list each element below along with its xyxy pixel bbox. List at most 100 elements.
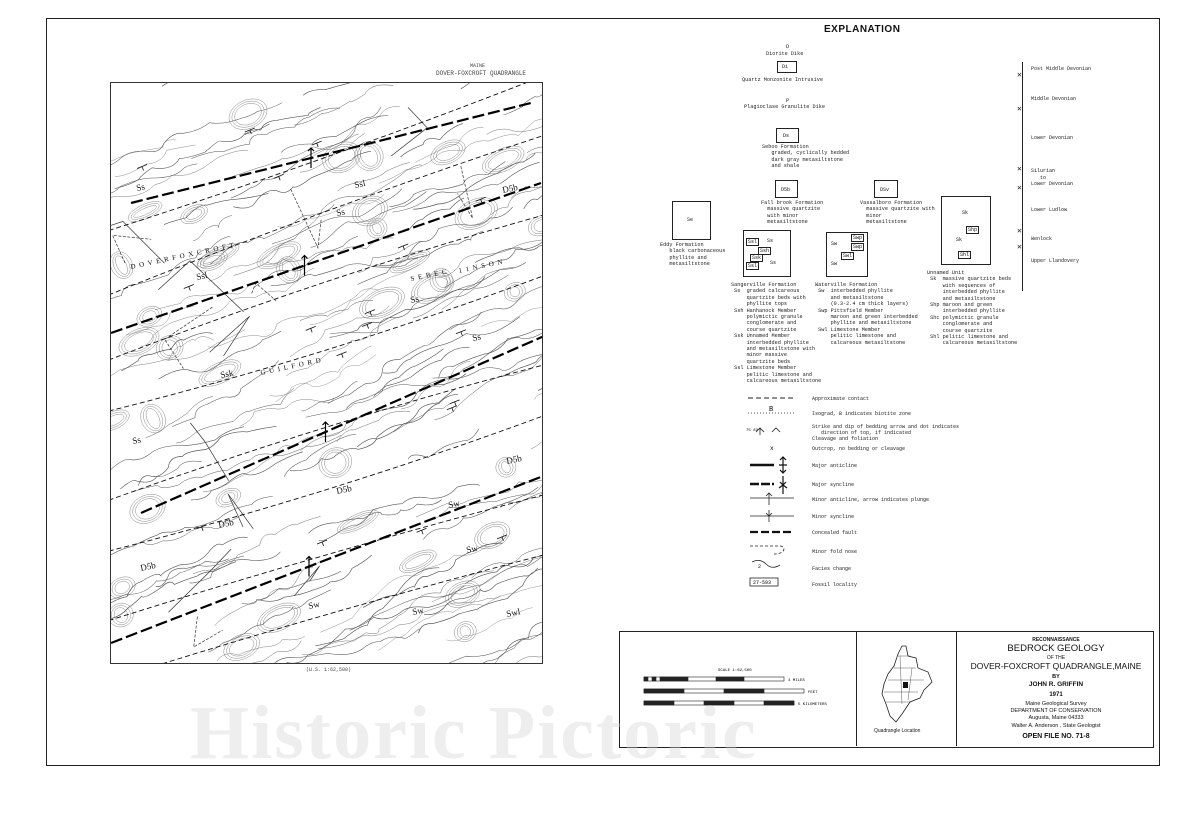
hill-contour xyxy=(365,291,399,315)
contour-line xyxy=(418,568,542,634)
contour-line xyxy=(302,83,351,96)
strike-dip-symbol xyxy=(455,329,467,336)
scale-feet: FEET xyxy=(808,691,818,695)
hill-contour xyxy=(487,150,519,170)
di-label: Quartz Monzonite Intrusive xyxy=(742,77,823,83)
hill-contour xyxy=(142,310,157,323)
contour-line xyxy=(286,585,465,663)
hill-contour xyxy=(260,604,298,631)
topographic-base: D5bD5bD5bD5bD5bSsSsSsSsSsSslSslSskSwSwSw… xyxy=(111,83,542,663)
hill-contour xyxy=(140,404,166,434)
hill-contour xyxy=(186,208,202,220)
title-quadrangle-name: DOVER-FOXCROFT QUADRANGLE,MAINE xyxy=(970,661,1142,671)
contour-line xyxy=(423,486,539,540)
strat-break-4: ✕ xyxy=(1017,184,1022,193)
hill-contour xyxy=(112,253,131,277)
strike-dip-symbol xyxy=(273,173,284,181)
hill-contour xyxy=(509,286,520,298)
contour-line xyxy=(511,186,542,199)
strat-silurian-lower-devonian: Silurian to Lower Devonian xyxy=(1031,168,1074,187)
contour-line xyxy=(471,547,542,579)
strike-dip-symbol xyxy=(244,127,255,135)
contour-line xyxy=(412,152,536,210)
dike-d-symbol: D xyxy=(786,44,790,50)
strike-dip-symbol xyxy=(397,243,409,251)
hill-contour xyxy=(459,625,471,638)
contour-line xyxy=(172,360,279,427)
town-label-guilford: G U I L F O R D xyxy=(260,356,323,377)
contour-line xyxy=(317,570,494,649)
hill-contour xyxy=(234,103,262,126)
road xyxy=(227,493,254,530)
strat-lower-devonian: Lower Devonian xyxy=(1031,135,1074,141)
contour-line xyxy=(318,483,480,542)
hill-contour xyxy=(460,201,492,226)
contour-line xyxy=(244,107,321,135)
contour-line xyxy=(111,150,248,198)
contour-line xyxy=(111,536,248,604)
contour-line xyxy=(164,192,269,225)
contour-line xyxy=(214,559,327,626)
hill-contour xyxy=(113,607,128,623)
contour-line xyxy=(158,330,282,380)
legend-fossil-locality: Fossil locality xyxy=(812,582,858,588)
contour-line xyxy=(480,307,542,327)
hill-contour xyxy=(111,576,136,599)
contour-line xyxy=(233,150,372,209)
contour-line xyxy=(207,288,379,348)
title-of-the: OF THE xyxy=(1046,655,1066,661)
contour-line xyxy=(155,284,250,310)
dsv-label: Vassalboro Formation massive quartzite w… xyxy=(860,200,935,226)
contour-line xyxy=(494,634,542,663)
title-author: JOHN R. GRIFFIN xyxy=(1028,681,1084,688)
contour-line xyxy=(329,276,486,338)
contour-line xyxy=(305,380,445,418)
contour-line xyxy=(269,345,372,397)
map-header: DOVER-FOXCROFT QUADRANGLE xyxy=(436,70,527,77)
unit-label-sw-1: Sw xyxy=(447,498,461,510)
contour-line xyxy=(415,127,484,163)
strat-column-line xyxy=(1022,62,1023,291)
hill-contour xyxy=(414,274,452,302)
hill-contour xyxy=(399,549,437,573)
major-anticline-axis xyxy=(130,101,532,205)
legend-minor-syncline: Minor syncline xyxy=(812,514,855,520)
contour-line xyxy=(299,133,365,173)
hill-contour xyxy=(204,363,236,383)
hill-contour xyxy=(111,603,134,628)
title-year: 1971 xyxy=(1049,692,1063,698)
unit-box-sangerville: Ssl Ss Ssh Ssk Ssl Ss xyxy=(743,230,791,277)
hill-contour xyxy=(362,289,402,317)
road xyxy=(112,234,152,264)
strike-dip-symbol xyxy=(446,405,458,412)
unit-box-dsb: D5b xyxy=(775,180,798,198)
hill-contour xyxy=(111,251,134,279)
strike-dip-symbol xyxy=(311,140,322,148)
geologic-contact xyxy=(111,415,542,551)
hill-contour xyxy=(450,585,475,604)
contour-line xyxy=(320,536,508,633)
contour-line xyxy=(289,305,390,358)
contour-line xyxy=(378,585,542,651)
road xyxy=(209,315,250,357)
unit-label-ssk: Ssk xyxy=(219,367,234,380)
hill-contour xyxy=(226,635,257,659)
road xyxy=(190,422,229,481)
contour-line xyxy=(309,264,420,325)
contour-line xyxy=(111,236,231,300)
contour-line xyxy=(308,499,442,534)
unit-label-d5b-e: D5b xyxy=(505,453,523,466)
legend-minor-anticline: Minor anticline, arrow indicates plunge xyxy=(812,497,930,503)
hill-contour xyxy=(416,277,449,300)
unit-box-dsv: DSv xyxy=(874,180,898,198)
waterville-label: Waterville Formation Sw interbedded phyl… xyxy=(815,282,918,346)
unit-label-sw-4: Sw xyxy=(307,599,321,611)
hill-contour xyxy=(115,255,128,275)
unit-label-ssl-2: Ssl xyxy=(195,270,208,282)
fossil-box-number: 27-593 xyxy=(753,580,771,586)
hill-contour xyxy=(257,602,301,633)
se-label: Eddy Formation black carbonaceous phylli… xyxy=(660,242,726,268)
strike-dip-symbol xyxy=(496,534,508,542)
contour-line xyxy=(280,115,389,153)
